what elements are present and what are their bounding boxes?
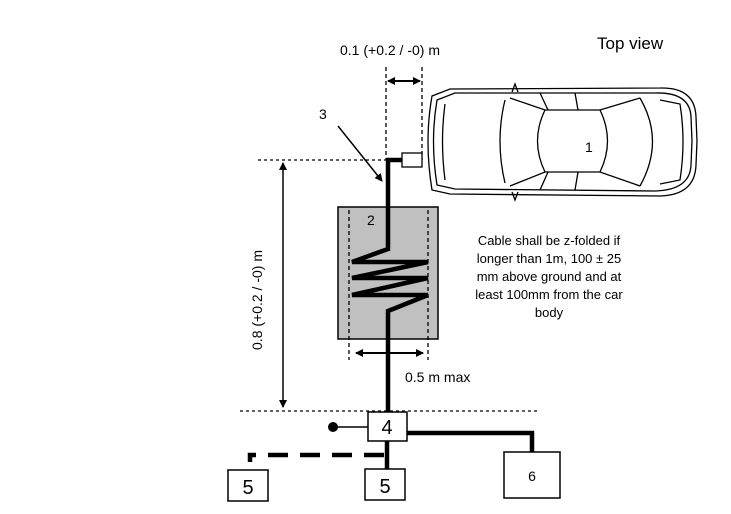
height-dimension [258,159,386,408]
junction-label: 4 [381,417,392,439]
height-dimension-label: 0.8 (+0.2 / -0) m [249,250,265,350]
fold-note: Cable shall be z-folded if longer than 1… [475,233,623,320]
cable-pointer-arrow [337,125,383,182]
junction-box [367,411,408,442]
unit-6-label: 6 [528,468,536,484]
load-5-center-label: 5 [379,476,390,498]
note-line: mm above ground and at [477,269,622,284]
cable-label: 3 [319,106,327,122]
load-5-center-box [364,468,406,501]
car-label: 1 [585,139,593,155]
z-folded-cable [351,157,429,412]
fold-area-label: 2 [367,212,375,228]
vehicle-connector [401,152,423,168]
optional-cable-to-load-5 [247,452,384,462]
note-line: body [535,305,564,320]
view-title: Top view [597,34,664,53]
unit-6-box [503,451,561,499]
ground-point-icon [328,422,338,432]
car-top-view [427,82,698,202]
gap-dimension [385,67,423,160]
load-5-left-label: 5 [242,477,253,499]
cable-to-unit-6 [407,430,535,453]
note-line: longer than 1m, 100 ± 25 [477,251,621,266]
note-line: Cable shall be z-folded if [478,233,621,248]
note-line: least 100mm from the car [475,287,623,302]
gap-dimension-label: 0.1 (+0.2 / -0) m [340,42,440,58]
load-5-left-box [227,469,269,502]
width-dimension-label: 0.5 m max [405,369,470,385]
